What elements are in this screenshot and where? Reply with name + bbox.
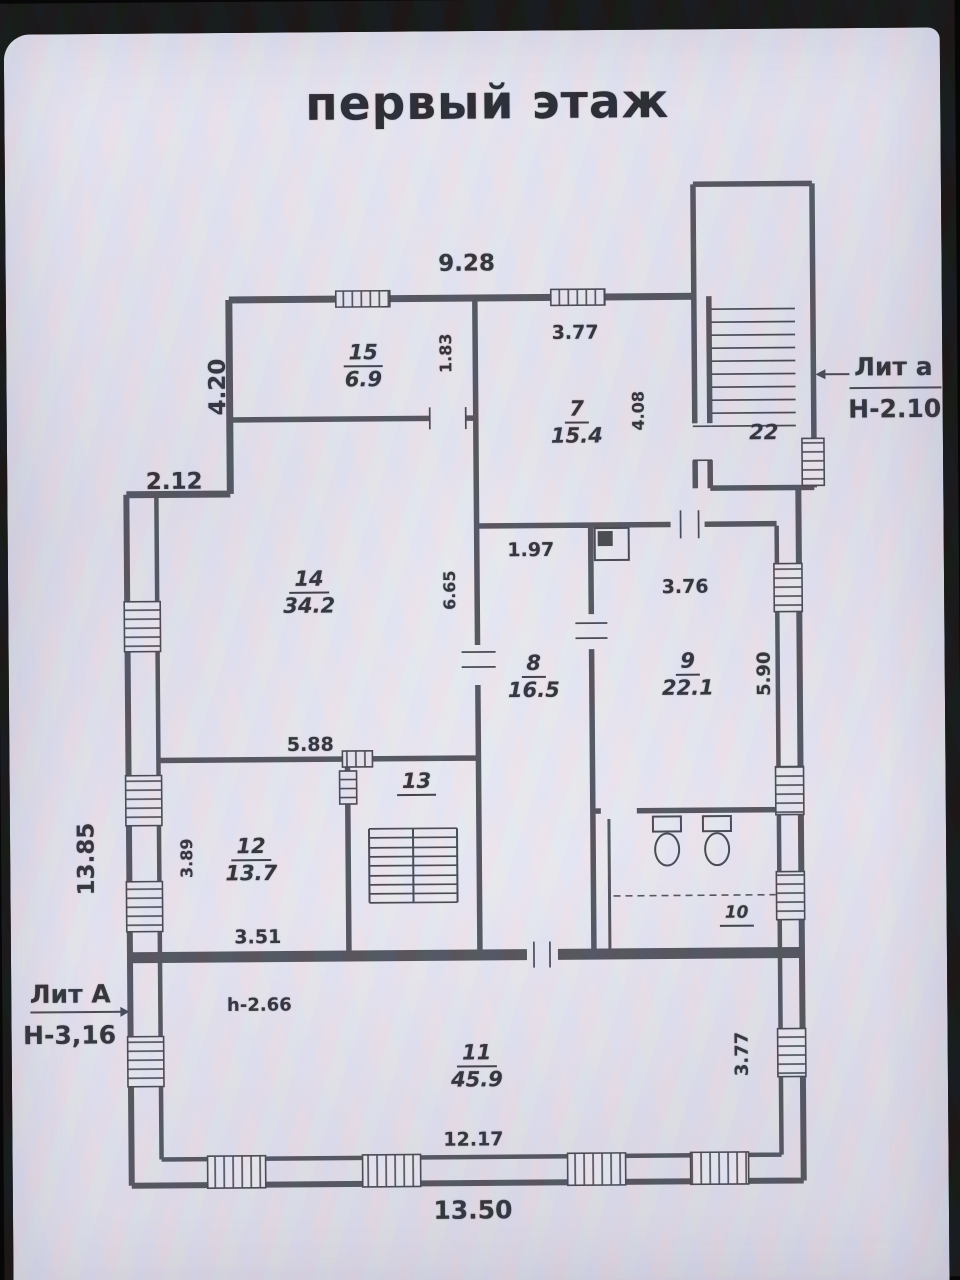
dim-ceiling-height: h-2.66 [226, 994, 292, 1016]
room-number: 12 [231, 834, 271, 862]
dim-corridor-width: 1.97 [507, 538, 555, 562]
dim-top-width: 9.28 [438, 250, 496, 277]
dim-room14-bottom: 5.88 [286, 733, 334, 757]
room-number: 15 [343, 340, 383, 368]
dim-bottom-total: 13.50 [433, 1195, 513, 1225]
room-label-7: 7 15.4 [551, 396, 603, 448]
room-number: 14 [289, 566, 329, 594]
dim-room9-side: 5.90 [753, 651, 775, 697]
room-area: 13.7 [225, 861, 278, 886]
liter-a-lower-label: Лит а [854, 351, 933, 382]
room-label-22: 22 [744, 420, 783, 445]
room-area: 45.9 [450, 1067, 503, 1092]
room-number: 10 [719, 903, 754, 927]
dim-left-total-height: 13.85 [73, 822, 100, 896]
room-label-9: 9 22.1 [661, 648, 714, 701]
room-area: 6.9 [344, 367, 383, 392]
dim-upper-left-height: 4.20 [204, 358, 232, 416]
walls [123, 180, 818, 1189]
stairs-annex [710, 307, 796, 428]
bathroom-fixtures [593, 526, 733, 867]
room-label-14: 14 34.2 [283, 566, 335, 618]
room-number: 11 [457, 1040, 497, 1068]
room-number: 22 [749, 420, 779, 445]
dim-room12-side: 3.89 [177, 838, 197, 879]
room-label-15: 15 6.9 [343, 340, 384, 392]
room-area: 34.2 [283, 593, 336, 619]
dim-room11-side: 3.77 [731, 1031, 753, 1077]
room-label-11: 11 45.9 [451, 1040, 503, 1092]
dim-room12-bottom: 3.51 [234, 926, 282, 949]
dim-room9-top: 3.76 [661, 575, 709, 599]
room-label-12: 12 13.7 [225, 834, 277, 886]
liter-a-upper-label: Лит А [29, 979, 111, 1010]
room-area: 15.4 [550, 423, 603, 448]
dim-room15-side: 1.83 [436, 333, 456, 374]
room-number: 8 [521, 650, 547, 679]
liter-arrows [30, 369, 942, 1017]
room-number: 13 [396, 768, 437, 797]
room-number: 9 [675, 648, 701, 676]
dim-room8-side: 6.65 [439, 570, 460, 611]
room-label-13: 13 [396, 768, 437, 797]
liter-a-upper-height: Н-3,16 [22, 1020, 117, 1051]
dim-room7-top: 3.77 [551, 321, 599, 344]
stairs-main [367, 827, 459, 904]
door-marks [428, 407, 713, 968]
liter-a-lower-height: Н-2.10 [848, 393, 942, 424]
room-area: 22.1 [661, 675, 714, 701]
dim-step-width: 2.12 [145, 468, 203, 496]
room-number: 7 [564, 396, 590, 424]
dim-room11-bottom: 12.17 [443, 1128, 504, 1151]
room-label-10: 10 [719, 903, 754, 927]
dim-room7-side: 4.08 [628, 390, 648, 431]
page-title: первый этаж [305, 73, 670, 132]
windows [123, 288, 826, 1189]
room-area: 16.5 [507, 677, 560, 703]
room-label-8: 8 16.5 [507, 650, 560, 703]
